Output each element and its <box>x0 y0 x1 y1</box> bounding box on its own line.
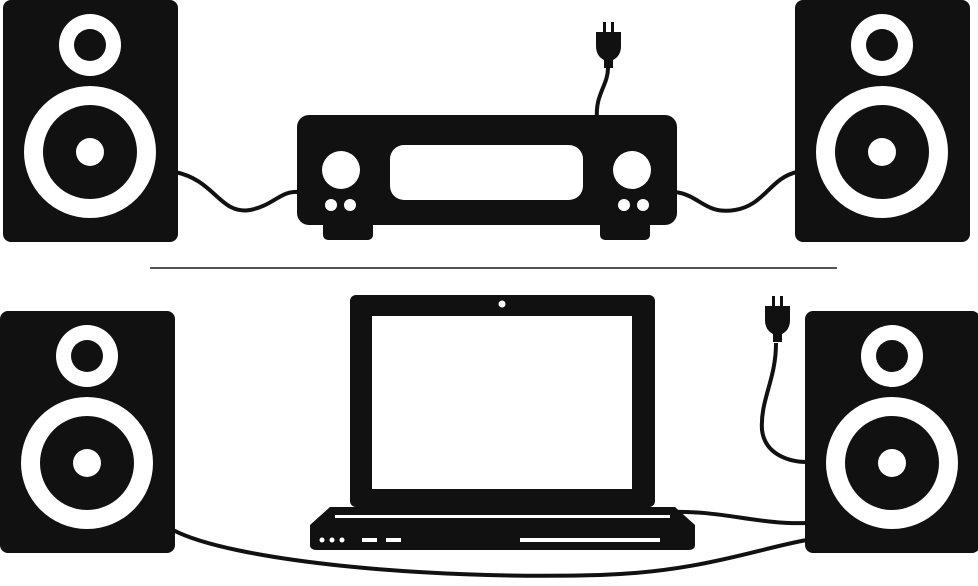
cable-left-bottom <box>172 528 808 578</box>
power-plug-icon <box>765 296 790 342</box>
cable-left <box>174 170 301 213</box>
power-cable <box>594 67 610 119</box>
cable-right <box>674 170 798 213</box>
power-cable-bottom <box>759 342 808 464</box>
top-scene <box>3 0 970 242</box>
amplifier-icon <box>297 115 677 240</box>
speaker-left-icon <box>0 311 175 553</box>
power-plug-icon <box>596 22 621 68</box>
bottom-scene <box>0 295 978 578</box>
speaker-left-icon <box>3 0 178 242</box>
cable-laptop <box>669 509 808 526</box>
laptop-icon <box>310 295 695 550</box>
speaker-right-icon <box>795 0 970 242</box>
speaker-right-icon <box>805 311 978 553</box>
